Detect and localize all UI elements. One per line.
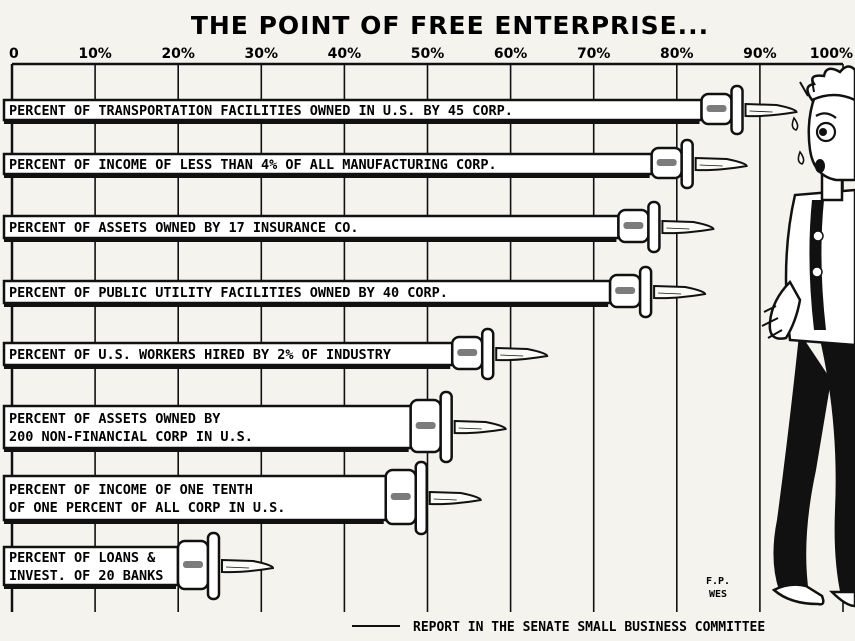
left-leg <box>773 332 832 596</box>
alarm-lines <box>799 79 815 97</box>
blade-fuller <box>658 292 682 295</box>
bar-3: PERCENT OF PUBLIC UTILITY FACILITIES OWN… <box>2 265 707 319</box>
grip-texture <box>615 287 636 294</box>
blade-fuller <box>666 227 690 230</box>
bar-shadow <box>4 519 384 524</box>
bar-label: PERCENT OF U.S. WORKERS HIRED BY 2% OF I… <box>9 347 392 363</box>
bar-label: PERCENT OF LOANS & <box>9 550 156 566</box>
bar-1: PERCENT OF INCOME OF LESS THAN 4% OF ALL… <box>2 138 748 190</box>
blade-fuller <box>225 566 250 569</box>
bar-2: PERCENT OF ASSETS OWNED BY 17 INSURANCE … <box>2 200 715 254</box>
bayonet-crossguard <box>414 460 428 536</box>
bayonet-crossguard <box>638 265 653 319</box>
bayonet-blade <box>495 346 549 362</box>
bar-label: PERCENT OF PUBLIC UTILITY FACILITIES OWN… <box>9 285 448 301</box>
x-tick-label: 50% <box>411 46 445 62</box>
bar-shadow <box>4 302 609 307</box>
bar-shadow <box>4 584 176 589</box>
bayonet-blade <box>694 156 748 172</box>
bayonet-crossguard <box>680 138 694 190</box>
blade-fuller <box>458 427 482 430</box>
x-tick-label: 20% <box>161 46 195 62</box>
sweat-drop <box>791 116 799 131</box>
bar-label: PERCENT OF INCOME OF ONE TENTH <box>9 482 253 498</box>
blade-fuller <box>433 498 457 501</box>
x-tick-label: 60% <box>494 46 528 62</box>
blade-fuller <box>749 110 773 113</box>
x-tick-label: 10% <box>78 46 112 62</box>
grip-texture <box>415 422 436 429</box>
source-credit: REPORT IN THE SENATE SMALL BUSINESS COMM… <box>413 620 765 635</box>
x-tick-label: 90% <box>743 46 777 62</box>
bar-5: PERCENT OF ASSETS OWNED BY 200 NON-FINANC… <box>2 390 507 464</box>
x-tick-label: 80% <box>660 46 694 62</box>
bayonet-crossguard <box>480 327 495 381</box>
bar-label: PERCENT OF INCOME OF LESS THAN 4% OF ALL… <box>9 157 497 173</box>
open-mouth <box>815 159 825 173</box>
bayonet-crossguard <box>730 84 744 136</box>
bayonet-blade <box>653 284 707 300</box>
bar-label: INVEST. OF 20 BANKS <box>9 568 163 584</box>
bar-6: PERCENT OF INCOME OF ONE TENTH OF ONE PER… <box>2 460 482 536</box>
bar-body <box>2 404 412 450</box>
grip-texture <box>390 493 411 500</box>
suspender-button <box>812 230 824 242</box>
grip-texture <box>706 105 727 112</box>
grip-texture <box>457 349 478 356</box>
x-tick-label: 70% <box>577 46 611 62</box>
left-hand <box>768 279 802 340</box>
bayonet-blade <box>744 102 798 118</box>
bars: PERCENT OF TRANSPORTATION FACILITIES OWN… <box>2 84 798 601</box>
x-tick-label: 100% <box>810 46 853 62</box>
frightened-man-illustration <box>761 65 855 608</box>
bayonet-crossguard <box>206 531 221 601</box>
bayonet-blade <box>220 558 274 574</box>
bayonet-blade <box>661 219 715 235</box>
x-tick-label: 30% <box>245 46 279 62</box>
bayonet-crossguard <box>647 200 661 254</box>
right-leg <box>818 333 855 597</box>
eyebrow <box>815 112 837 119</box>
bar-label: OF ONE PERCENT OF ALL CORP IN U.S. <box>9 500 285 516</box>
blade-fuller <box>699 164 723 167</box>
x-axis-ticks: 0 10% 20% 30% 40% 50% 60% 70% 80% 90% 100% <box>9 46 853 62</box>
bar-shadow <box>4 237 617 242</box>
bar-shadow <box>4 119 700 124</box>
bar-label: 200 NON-FINANCIAL CORP IN U.S. <box>9 429 253 445</box>
finger-lines <box>761 305 783 339</box>
artist-signature-line-2: WES <box>709 589 727 600</box>
bayonet-blade <box>453 419 507 435</box>
x-tick-label: 0 <box>9 46 19 62</box>
sweat-drop <box>797 150 805 165</box>
bar-0: PERCENT OF TRANSPORTATION FACILITIES OWN… <box>2 84 798 136</box>
bar-4: PERCENT OF U.S. WORKERS HIRED BY 2% OF I… <box>2 327 549 381</box>
bar-label: PERCENT OF ASSETS OWNED BY 17 INSURANCE … <box>9 220 359 236</box>
bar-label: PERCENT OF ASSETS OWNED BY <box>9 411 221 427</box>
hair <box>806 65 855 102</box>
grip-texture <box>656 159 677 166</box>
bar-label: PERCENT OF TRANSPORTATION FACILITIES OWN… <box>9 103 513 119</box>
chart-title: THE POINT OF FREE ENTERPRISE... <box>191 11 709 40</box>
left-shoe <box>771 583 825 606</box>
bayonet-blade <box>428 490 482 506</box>
suspender-button <box>811 266 823 278</box>
bar-shadow <box>4 173 650 178</box>
grip-texture <box>182 561 203 568</box>
x-tick-label: 40% <box>328 46 362 62</box>
pupil <box>819 128 827 136</box>
bar-7: PERCENT OF LOANS & INVEST. OF 20 BANKS <box>2 531 274 601</box>
right-shoe <box>828 590 855 608</box>
blade-fuller <box>500 354 524 357</box>
bayonet-crossguard <box>439 390 453 464</box>
bar-shadow <box>4 364 451 369</box>
artist-signature-line-1: F.P. <box>706 576 730 587</box>
bar-shadow <box>4 447 409 452</box>
grip-texture <box>623 222 644 229</box>
